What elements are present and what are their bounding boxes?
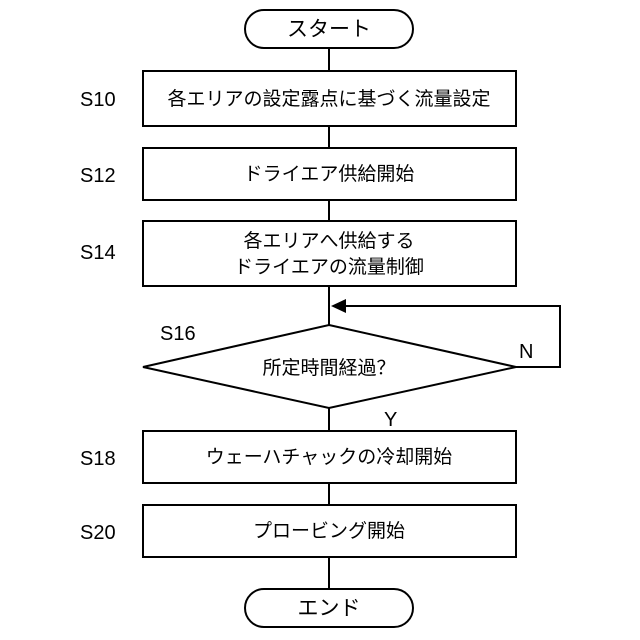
step-label-s12: S12 [80, 165, 116, 187]
process-box-s10: S10 各エリアの設定露点に基づく流量設定 [80, 71, 516, 126]
process-text-s18: ウェーハチャックの冷却開始 [206, 446, 452, 468]
loop-arrowhead [331, 299, 346, 313]
start-terminal: スタート [245, 10, 413, 48]
process-box-s12: S12 ドライエア供給開始 [80, 148, 516, 200]
process-text-s20: プロービング開始 [253, 520, 405, 542]
decision-yes-label: Y [384, 409, 397, 431]
decision-text: 所定時間経過？ [262, 357, 395, 379]
end-terminal: エンド [245, 589, 413, 627]
process-text-s10: 各エリアの設定露点に基づく流量設定 [167, 88, 490, 110]
decision-s16: S16 所定時間経過？ Y N [143, 323, 533, 431]
process-text-s14-line2: ドライエアの流量制御 [234, 256, 424, 278]
step-label-s10: S10 [80, 89, 116, 111]
process-box-s18: S18 ウェーハチャックの冷却開始 [80, 431, 516, 483]
start-text: スタート [287, 17, 371, 41]
step-label-s18: S18 [80, 448, 116, 470]
process-text-s12: ドライエア供給開始 [244, 163, 415, 185]
process-box-s20: S20 プロービング開始 [80, 505, 516, 557]
end-text: エンド [298, 596, 361, 620]
decision-no-label: N [519, 341, 533, 363]
step-label-s20: S20 [80, 522, 116, 544]
step-label-s16: S16 [160, 323, 196, 345]
process-text-s14-line1: 各エリアへ供給する [243, 230, 414, 252]
step-label-s14: S14 [80, 242, 116, 264]
process-box-s14: S14 各エリアへ供給する ドライエアの流量制御 [80, 221, 516, 286]
